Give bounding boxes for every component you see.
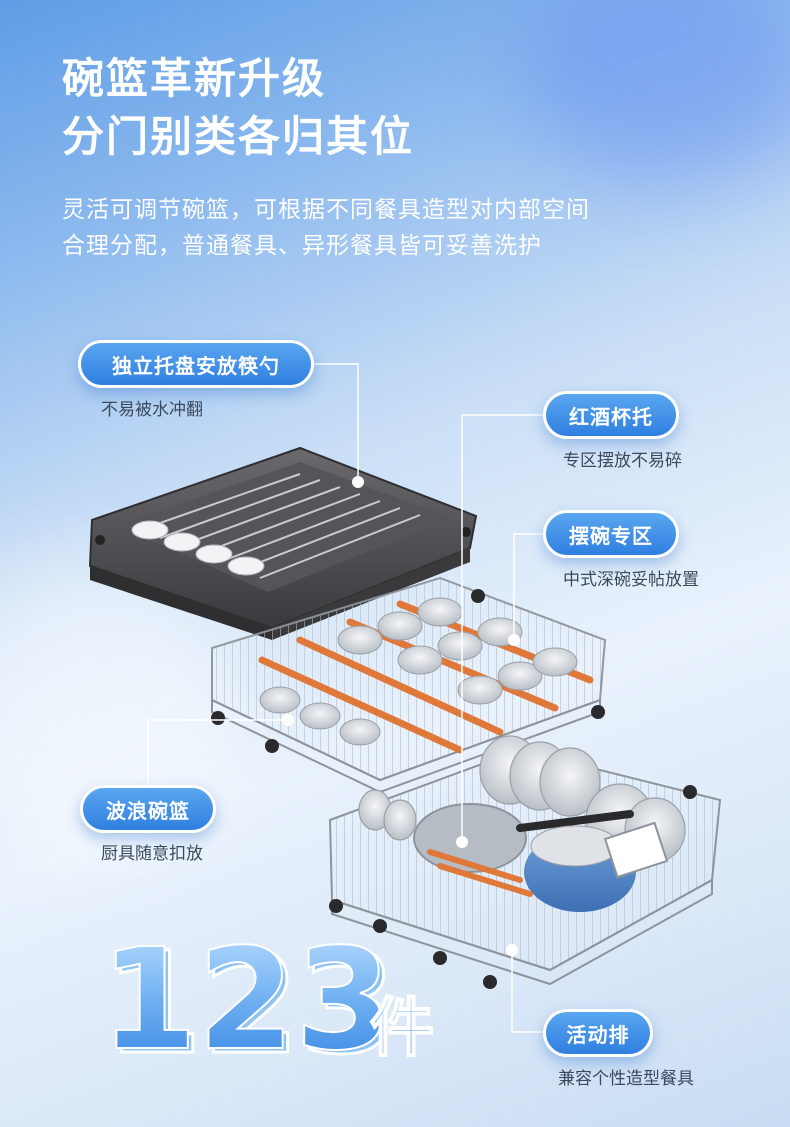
headline-line-1: 碗篮革新升级: [62, 54, 327, 103]
callout-wave-rack-note: 厨具随意扣放: [101, 844, 203, 864]
callout-bowl-zone-note: 中式深碗妥帖放置: [563, 570, 699, 590]
callout-bowl-zone: 摆碗专区: [543, 510, 679, 558]
description-line-1: 灵活可调节碗篮，可根据不同餐具造型对内部空间: [62, 197, 590, 223]
callout-wine-holder-note: 专区摆放不易碎: [563, 451, 682, 471]
leader-lines: [147, 363, 545, 1033]
count-number-shadow: 123: [105, 923, 397, 1086]
count-number: 123: [100, 919, 392, 1082]
cutlery-tray: [88, 446, 478, 640]
callout-cutlery-tray: 独立托盘安放筷勺: [78, 340, 314, 388]
callout-wine-holder: 红酒杯托: [543, 391, 679, 439]
callout-movable-row: 活动排: [543, 1009, 653, 1057]
upper-rack: [211, 576, 607, 794]
lower-rack: [328, 735, 722, 989]
callout-cutlery-tray-note: 不易被水冲翻: [101, 400, 203, 420]
leader-dots: [282, 476, 520, 956]
count-badge: 123 123 件: [99, 918, 435, 1088]
count-unit: 件: [370, 992, 434, 1066]
callout-wave-rack: 波浪碗篮: [80, 785, 216, 833]
callout-movable-row-note: 兼容个性造型餐具: [558, 1069, 694, 1089]
description-line-2: 合理分配，普通餐具、异形餐具皆可妥善洗护: [62, 233, 542, 259]
headline-line-2: 分门别类各归其位: [62, 112, 415, 161]
